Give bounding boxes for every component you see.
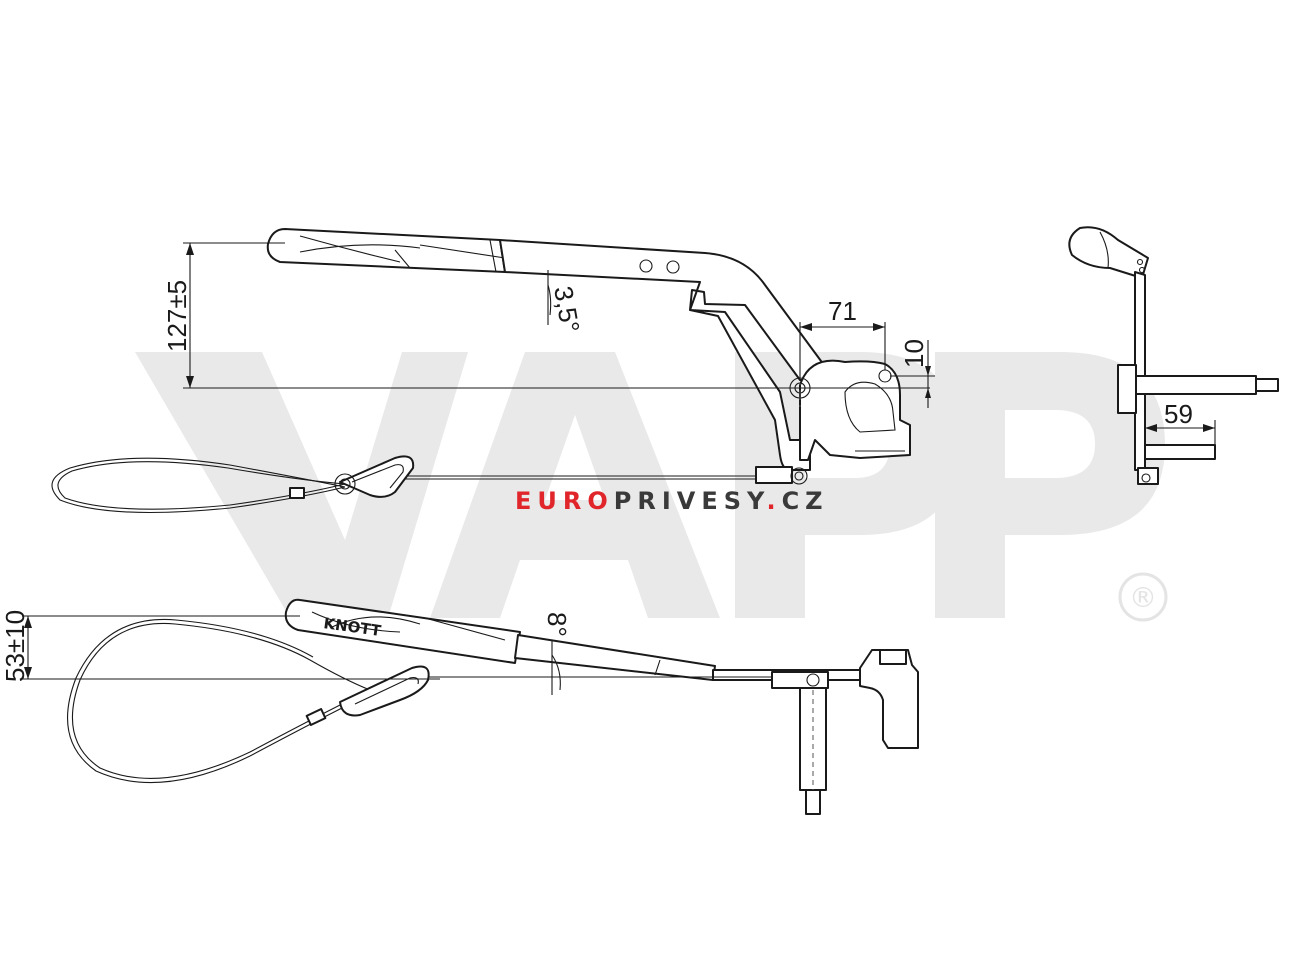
cable-loop-top (51, 457, 346, 514)
grip-end-line (489, 239, 497, 273)
watermark: ® (135, 352, 1168, 622)
end-clamp-bolt (1141, 473, 1151, 483)
dim-10-arrows (925, 366, 931, 398)
cable-loop-top-inner (57, 461, 346, 510)
lever-grip-top (266, 228, 506, 273)
view-plan: KNOTT (66, 598, 919, 815)
end-hole-1 (1136, 258, 1144, 266)
end-grip (1068, 226, 1149, 279)
carabiner-bottom (339, 665, 430, 717)
brand-part-tld: CZ (782, 487, 829, 515)
lever-rod-top (499, 239, 836, 471)
dim-53-label: 53±10 (0, 610, 30, 682)
dim-59-label: 59 (1164, 399, 1193, 429)
dim-71-label: 71 (828, 296, 857, 326)
dim-angle-bottom-arc (551, 654, 561, 691)
grip-texture-bottom (311, 611, 506, 641)
end-hole-2 (1138, 266, 1146, 274)
end-grip-detail (1099, 231, 1109, 269)
dimensions-side: 127±5 3,5° 71 10 (162, 242, 935, 408)
grip-texture-top (299, 235, 506, 269)
end-bracket (1117, 364, 1137, 414)
brand-part-dot: . (766, 487, 781, 515)
registered-circle (1118, 572, 1168, 622)
plan-pivot-cap (879, 649, 907, 665)
lever-hole-2 (666, 260, 680, 274)
view-end-elevation: 59 (1068, 226, 1279, 485)
rod-step-line (654, 659, 661, 676)
plan-clamp (771, 671, 829, 689)
plan-clamp-bolt (806, 673, 820, 687)
cable-anchor-block (755, 466, 793, 484)
anchor-bolt-inner (794, 471, 804, 481)
dim-angle-top-label: 3,5° (548, 284, 586, 335)
dimensions-plan: 53±10 8° (0, 610, 572, 695)
watermark-letter-p1 (735, 352, 960, 618)
end-cable-clamp (1137, 467, 1159, 485)
view-side-elevation (51, 228, 911, 514)
carabiner-top-inner (351, 464, 404, 489)
brand-part-red: EURO (515, 487, 614, 515)
cable-clamp-top (289, 487, 305, 499)
registered-symbol: ® (1129, 581, 1157, 614)
carabiner-bottom-inner (354, 677, 419, 705)
cable-clamp-bottom (305, 708, 327, 726)
watermark-letter-p2 (935, 352, 1165, 618)
end-shaft-tip (1255, 378, 1279, 392)
lever-hole-1 (639, 259, 653, 273)
plan-pin-tip (805, 789, 821, 815)
dim-angle-bottom-label: 8° (542, 612, 572, 637)
dim-10-label: 10 (899, 339, 929, 368)
end-base-plate (1144, 444, 1216, 460)
lever-grip-bottom (284, 598, 521, 664)
cable-ring-top-inner (339, 478, 351, 490)
cable-loop-bottom-inner (66, 618, 351, 784)
anchor-bolt-outer (790, 467, 808, 485)
end-shaft (1135, 375, 1257, 395)
brand-wordmark: EUROPRIVESY.CZ (515, 487, 829, 515)
carabiner-top (339, 455, 415, 498)
dim-127-label: 127±5 (162, 280, 192, 352)
watermark-letter-v (135, 352, 468, 618)
watermark-letter-a (430, 352, 720, 618)
lever-rod-bottom (514, 634, 716, 681)
plan-pivot-block (859, 649, 919, 749)
brand-part-dark: PRIVESY (614, 487, 767, 515)
cable-loop-bottom (71, 622, 371, 779)
dim-angle-top-arc (547, 284, 552, 316)
cable-ring-top (334, 473, 356, 495)
pivot-plate-detail (844, 381, 896, 433)
